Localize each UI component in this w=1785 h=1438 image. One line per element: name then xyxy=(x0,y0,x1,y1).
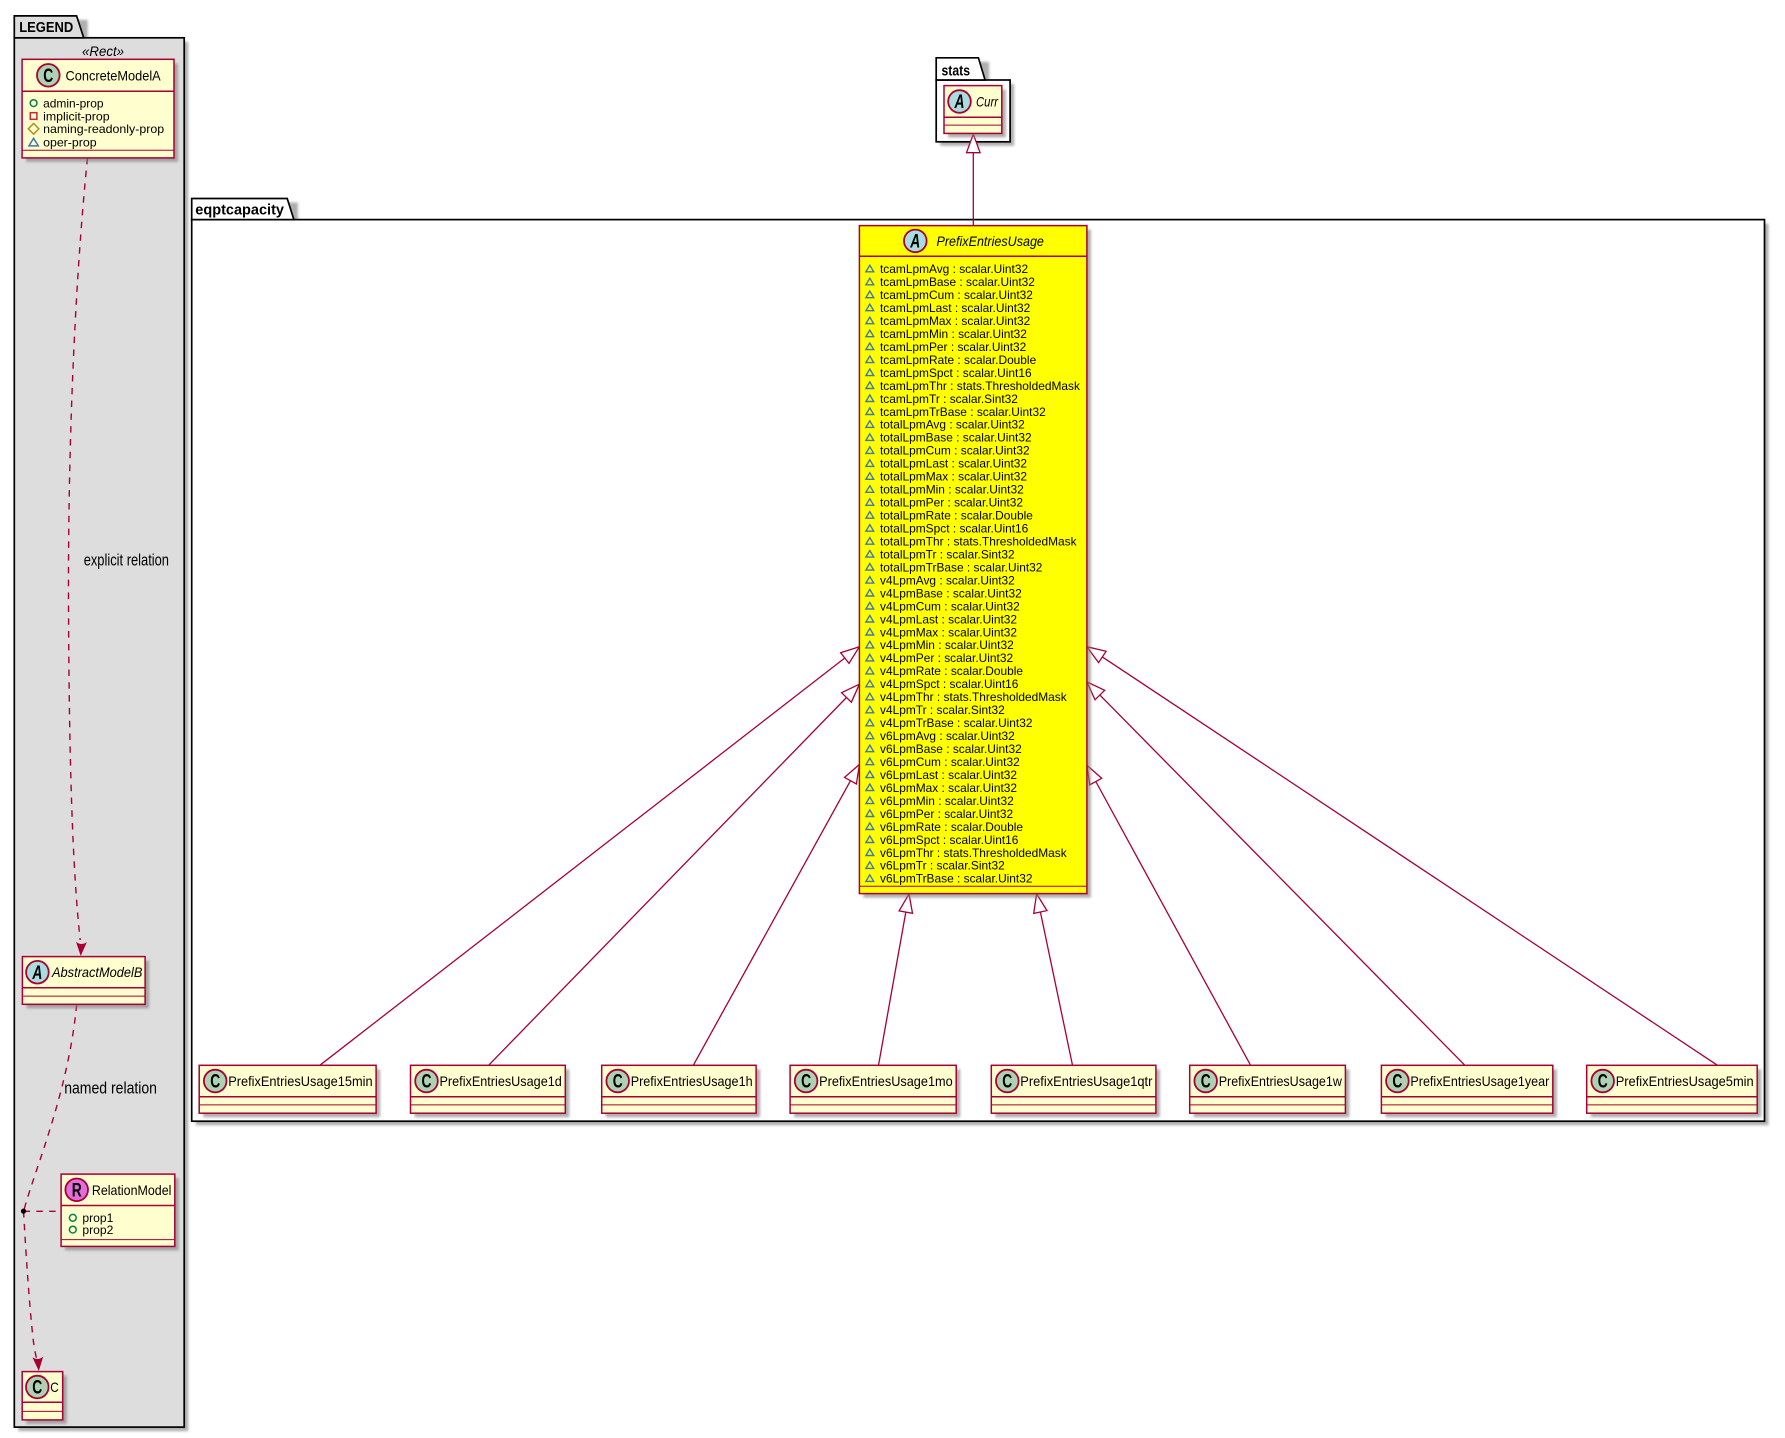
svg-text:prop1: prop1 xyxy=(82,1211,113,1225)
svg-text:A: A xyxy=(32,963,43,984)
svg-text:v4LpmTrBase : scalar.Uint32: v4LpmTrBase : scalar.Uint32 xyxy=(880,716,1033,730)
svg-text:tcamLpmTrBase : scalar.Uint32: tcamLpmTrBase : scalar.Uint32 xyxy=(880,405,1046,419)
svg-text:tcamLpmTr : scalar.Sint32: tcamLpmTr : scalar.Sint32 xyxy=(880,392,1018,406)
svg-text:RelationModel: RelationModel xyxy=(92,1182,171,1198)
svg-text:tcamLpmAvg : scalar.Uint32: tcamLpmAvg : scalar.Uint32 xyxy=(880,262,1028,276)
svg-text:totalLpmPer : scalar.Uint32: totalLpmPer : scalar.Uint32 xyxy=(880,496,1023,510)
svg-text:PrefixEntriesUsage5min: PrefixEntriesUsage5min xyxy=(1616,1073,1754,1089)
svg-text:v4LpmMax : scalar.Uint32: v4LpmMax : scalar.Uint32 xyxy=(880,625,1017,639)
svg-text:PrefixEntriesUsage1qtr: PrefixEntriesUsage1qtr xyxy=(1020,1073,1152,1089)
svg-text:v6LpmLast : scalar.Uint32: v6LpmLast : scalar.Uint32 xyxy=(880,768,1017,782)
svg-text:C: C xyxy=(43,66,53,87)
svg-text:eqptcapacity: eqptcapacity xyxy=(195,202,284,219)
svg-text:totalLpmTrBase : scalar.Uint32: totalLpmTrBase : scalar.Uint32 xyxy=(880,560,1043,574)
svg-text:v6LpmAvg : scalar.Uint32: v6LpmAvg : scalar.Uint32 xyxy=(880,729,1015,743)
svg-text:C: C xyxy=(1201,1072,1211,1093)
svg-text:totalLpmRate : scalar.Double: totalLpmRate : scalar.Double xyxy=(880,509,1033,523)
svg-text:v6LpmSpct : scalar.Uint16: v6LpmSpct : scalar.Uint16 xyxy=(880,833,1019,847)
svg-text:Curr: Curr xyxy=(976,94,999,110)
svg-text:v6LpmMax : scalar.Uint32: v6LpmMax : scalar.Uint32 xyxy=(880,781,1017,795)
svg-text:naming-readonly-prop: naming-readonly-prop xyxy=(43,122,164,136)
svg-text:A: A xyxy=(910,232,921,253)
svg-text:oper-prop: oper-prop xyxy=(43,135,97,149)
svg-text:totalLpmLast : scalar.Uint32: totalLpmLast : scalar.Uint32 xyxy=(880,457,1027,471)
svg-text:C: C xyxy=(1002,1072,1012,1093)
svg-text:totalLpmAvg : scalar.Uint32: totalLpmAvg : scalar.Uint32 xyxy=(880,418,1025,432)
svg-text:v6LpmCum : scalar.Uint32: v6LpmCum : scalar.Uint32 xyxy=(880,755,1020,769)
svg-text:ConcreteModelA: ConcreteModelA xyxy=(66,67,162,83)
svg-text:PrefixEntriesUsage15min: PrefixEntriesUsage15min xyxy=(228,1073,372,1089)
svg-text:PrefixEntriesUsage1mo: PrefixEntriesUsage1mo xyxy=(819,1073,953,1089)
svg-text:PrefixEntriesUsage1year: PrefixEntriesUsage1year xyxy=(1410,1073,1549,1089)
svg-text:v6LpmRate : scalar.Double: v6LpmRate : scalar.Double xyxy=(880,820,1023,834)
svg-text:tcamLpmSpct : scalar.Uint16: tcamLpmSpct : scalar.Uint16 xyxy=(880,366,1032,380)
svg-text:C: C xyxy=(32,1378,42,1399)
svg-text:C: C xyxy=(50,1379,59,1395)
svg-text:v4LpmPer : scalar.Uint32: v4LpmPer : scalar.Uint32 xyxy=(880,651,1013,665)
svg-text:v6LpmPer : scalar.Uint32: v6LpmPer : scalar.Uint32 xyxy=(880,807,1013,821)
svg-text:v6LpmBase : scalar.Uint32: v6LpmBase : scalar.Uint32 xyxy=(880,742,1022,756)
svg-text:v4LpmLast : scalar.Uint32: v4LpmLast : scalar.Uint32 xyxy=(880,612,1017,626)
svg-text:tcamLpmPer : scalar.Uint32: tcamLpmPer : scalar.Uint32 xyxy=(880,340,1027,354)
svg-text:PrefixEntriesUsage1w: PrefixEntriesUsage1w xyxy=(1219,1073,1343,1089)
svg-text:totalLpmSpct : scalar.Uint16: totalLpmSpct : scalar.Uint16 xyxy=(880,522,1029,536)
svg-text:C: C xyxy=(1598,1072,1608,1093)
svg-text:admin-prop: admin-prop xyxy=(43,96,104,110)
svg-text:tcamLpmLast : scalar.Uint32: tcamLpmLast : scalar.Uint32 xyxy=(880,301,1031,315)
svg-text:implicit-prop: implicit-prop xyxy=(43,109,110,123)
svg-text:«Rect»: «Rect» xyxy=(82,43,124,59)
svg-text:v4LpmMin : scalar.Uint32: v4LpmMin : scalar.Uint32 xyxy=(880,638,1014,652)
svg-text:named relation: named relation xyxy=(64,1079,157,1098)
svg-text:v6LpmTrBase : scalar.Uint32: v6LpmTrBase : scalar.Uint32 xyxy=(880,872,1033,886)
svg-text:totalLpmMin : scalar.Uint32: totalLpmMin : scalar.Uint32 xyxy=(880,483,1024,497)
svg-text:tcamLpmMin : scalar.Uint32: tcamLpmMin : scalar.Uint32 xyxy=(880,327,1027,341)
svg-text:A: A xyxy=(954,92,965,113)
svg-text:totalLpmBase : scalar.Uint32: totalLpmBase : scalar.Uint32 xyxy=(880,431,1032,445)
svg-text:v4LpmCum : scalar.Uint32: v4LpmCum : scalar.Uint32 xyxy=(880,599,1020,613)
svg-text:C: C xyxy=(613,1072,623,1093)
svg-text:LEGEND: LEGEND xyxy=(19,20,73,36)
svg-text:v4LpmBase : scalar.Uint32: v4LpmBase : scalar.Uint32 xyxy=(880,586,1022,600)
svg-text:prop2: prop2 xyxy=(82,1223,113,1237)
svg-text:v6LpmThr : stats.ThresholdedMa: v6LpmThr : stats.ThresholdedMask xyxy=(880,846,1068,860)
svg-text:PrefixEntriesUsage1h: PrefixEntriesUsage1h xyxy=(631,1073,753,1089)
svg-text:v6LpmMin : scalar.Uint32: v6LpmMin : scalar.Uint32 xyxy=(880,794,1014,808)
svg-text:AbstractModelB: AbstractModelB xyxy=(51,964,142,980)
svg-text:tcamLpmCum : scalar.Uint32: tcamLpmCum : scalar.Uint32 xyxy=(880,288,1033,302)
svg-text:totalLpmCum : scalar.Uint32: totalLpmCum : scalar.Uint32 xyxy=(880,444,1030,458)
svg-text:tcamLpmBase : scalar.Uint32: tcamLpmBase : scalar.Uint32 xyxy=(880,275,1035,289)
svg-text:totalLpmThr : stats.Thresholde: totalLpmThr : stats.ThresholdedMask xyxy=(880,535,1078,549)
svg-text:stats: stats xyxy=(942,62,971,79)
svg-text:v4LpmRate : scalar.Double: v4LpmRate : scalar.Double xyxy=(880,664,1023,678)
svg-text:C: C xyxy=(801,1072,811,1093)
svg-text:v4LpmSpct : scalar.Uint16: v4LpmSpct : scalar.Uint16 xyxy=(880,677,1019,691)
svg-text:PrefixEntriesUsage1d: PrefixEntriesUsage1d xyxy=(440,1073,562,1089)
svg-text:v4LpmThr : stats.ThresholdedMa: v4LpmThr : stats.ThresholdedMask xyxy=(880,690,1068,704)
svg-text:tcamLpmMax : scalar.Uint32: tcamLpmMax : scalar.Uint32 xyxy=(880,314,1031,328)
svg-text:v4LpmTr : scalar.Sint32: v4LpmTr : scalar.Sint32 xyxy=(880,703,1005,717)
svg-text:C: C xyxy=(422,1072,432,1093)
svg-text:v4LpmAvg : scalar.Uint32: v4LpmAvg : scalar.Uint32 xyxy=(880,573,1015,587)
svg-text:v6LpmTr : scalar.Sint32: v6LpmTr : scalar.Sint32 xyxy=(880,859,1005,873)
svg-text:explicit relation: explicit relation xyxy=(84,551,169,570)
svg-text:totalLpmMax : scalar.Uint32: totalLpmMax : scalar.Uint32 xyxy=(880,470,1027,484)
svg-text:tcamLpmThr : stats.Thresholded: tcamLpmThr : stats.ThresholdedMask xyxy=(880,379,1081,393)
svg-text:totalLpmTr : scalar.Sint32: totalLpmTr : scalar.Sint32 xyxy=(880,547,1015,561)
svg-text:C: C xyxy=(210,1072,220,1093)
svg-text:R: R xyxy=(72,1181,82,1202)
svg-text:C: C xyxy=(1392,1072,1402,1093)
svg-text:tcamLpmRate : scalar.Double: tcamLpmRate : scalar.Double xyxy=(880,353,1037,367)
svg-text:PrefixEntriesUsage: PrefixEntriesUsage xyxy=(937,233,1045,249)
